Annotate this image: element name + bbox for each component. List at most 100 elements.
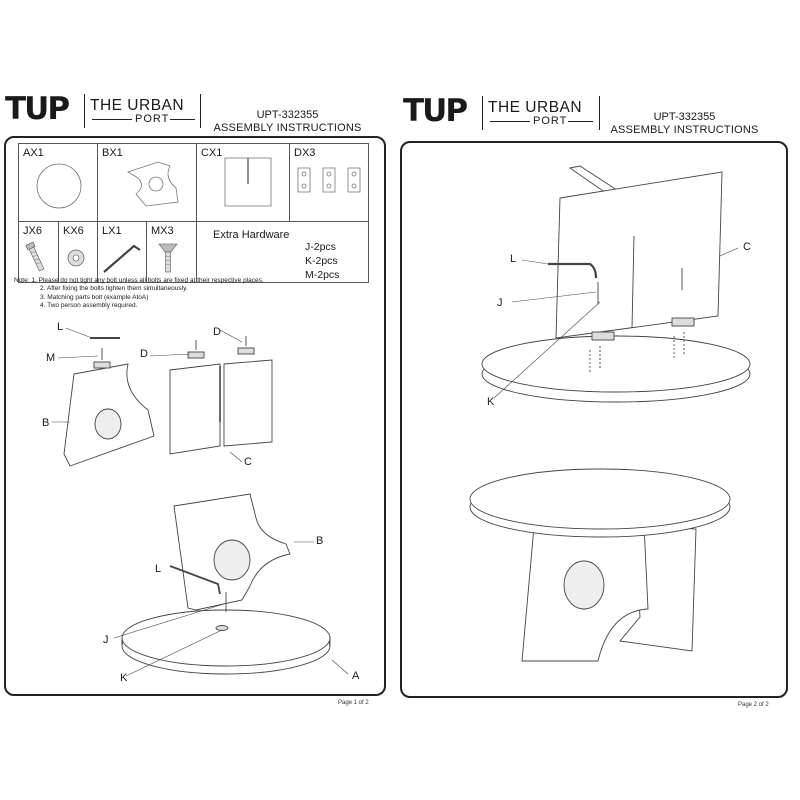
logo-port-rule-left (92, 119, 132, 120)
callout-step1-d1: D (140, 348, 148, 360)
part-cell-lx: LX1 MX3 (97, 221, 197, 283)
page2-frame (400, 141, 788, 698)
leader-k3 (493, 301, 601, 399)
leader-d1 (149, 353, 191, 357)
logo-separator-p2 (482, 96, 483, 130)
header-separator (200, 94, 201, 128)
allen-key-l-step2 (169, 565, 221, 595)
callout-step3-l: L (510, 253, 517, 265)
callout-step1-m: M (46, 352, 56, 364)
page1-sku: UPT-332355 (256, 109, 319, 121)
header-separator-p2 (599, 96, 600, 130)
brand-name-line2: PORT (135, 113, 170, 125)
leader-d2 (219, 329, 243, 343)
part-cell-dx: DX3 (289, 143, 369, 222)
part-m-screw-icon (158, 243, 178, 273)
callout-step2-j: J (103, 634, 109, 646)
part-label-cx: CX1 (201, 147, 223, 159)
leader-l (65, 327, 93, 339)
part-label-kx: KX6 (63, 225, 84, 237)
brand-logo-abbr-p2: TUP (403, 93, 468, 129)
part-cell-lx-inner: LX1 (98, 222, 147, 282)
panel-b-hole (94, 408, 122, 440)
part-cell-mx: MX3 (147, 222, 196, 282)
part-cell-kx: KX6 (59, 222, 97, 282)
extra-hardware-list: J-2pcs K-2pcs M-2pcs (305, 240, 339, 282)
leader-k2 (125, 629, 223, 677)
part-label-bx: BX1 (102, 147, 123, 159)
page2-sku: UPT-332355 (653, 111, 716, 123)
note-line: 4. Two person assembly required. (40, 301, 138, 309)
part-b-side-panel-icon (127, 161, 179, 207)
note-line: 3. Matching parts bolt (example AtoA) (40, 293, 149, 301)
part-cell-cx: CX1 (196, 143, 290, 222)
part-cell-extra: Extra Hardware J-2pcs K-2pcs M-2pcs (196, 221, 369, 283)
part-label-mx: MX3 (151, 225, 174, 237)
base-a-top (121, 609, 331, 667)
brand-name-line2-p2: PORT (533, 115, 568, 127)
panel-c-right-shape (223, 359, 273, 447)
part-l-allen-key-icon (103, 244, 141, 273)
part-cell-bx: BX1 (97, 143, 197, 222)
part-cell-ax: AX1 (18, 143, 98, 222)
leader-a2 (331, 659, 349, 675)
panel-c-left-shape (169, 363, 221, 455)
part-label-dx: DX3 (294, 147, 316, 159)
part-label-ax: AX1 (23, 147, 44, 159)
bracket-d-on-c-left (187, 351, 205, 359)
logo-port-rule-right (170, 119, 195, 120)
pedestal-hole (563, 560, 605, 610)
callout-step1-l: L (57, 321, 64, 333)
part-j-bolt-icon (25, 241, 45, 272)
callout-step2-b: B (316, 535, 324, 547)
part-cell-jx-inner: JX6 (19, 222, 59, 282)
assembly-notes: Note: 1. Please do not tight any bolt un… (14, 277, 374, 310)
part-label-lx: LX1 (102, 225, 122, 237)
leader-j3 (511, 291, 597, 303)
page1-number: Page 1 of 2 (338, 700, 369, 706)
part-k-washer-icon (67, 249, 85, 267)
panel-c-divider (631, 235, 635, 329)
part-d-bracket-icon (297, 167, 361, 193)
extra-hardware-item: M-2pcs (305, 269, 340, 281)
callout-step1-b: B (42, 417, 50, 429)
step3-assembly-drawing (481, 165, 751, 403)
bracket-d-on-c-right (237, 347, 255, 355)
extra-hardware-item: J-2pcs (305, 241, 336, 253)
callout-step1-d2: D (213, 326, 221, 338)
bracket-right (671, 317, 695, 327)
leader-c3 (719, 247, 739, 257)
extra-hardware-title: Extra Hardware (213, 229, 290, 241)
parts-table: AX1 BX1 CX1 DX3 (18, 143, 369, 283)
table-top-surface (469, 468, 731, 530)
callout-step2-l: L (155, 563, 162, 575)
bracket-left (591, 331, 615, 341)
base-top (481, 335, 751, 393)
page2-number: Page 2 of 2 (738, 702, 769, 708)
part-label-jx: JX6 (23, 225, 42, 237)
step1-exploded-drawing (52, 327, 273, 467)
washer-k (215, 625, 229, 631)
logo-port-rule-left-p2 (490, 121, 530, 122)
callout-step3-c: C (743, 241, 751, 253)
base-a-rim (121, 638, 331, 646)
part-a-round-top-icon (36, 163, 82, 209)
part-c-slotted-panel-icon (224, 157, 272, 207)
logo-port-rule-right-p2 (568, 121, 593, 122)
logo-separator (84, 94, 85, 128)
callout-step1-c: C (244, 456, 252, 468)
leader-l3 (521, 259, 549, 265)
note-line: Note: 1. Please do not tight any bolt un… (14, 277, 264, 284)
callout-step3-k: K (487, 396, 495, 408)
step2-base-drawing (113, 493, 349, 677)
note-line: 2. After fixing the bolts tighten them s… (40, 285, 188, 293)
extra-hardware-item: K-2pcs (305, 255, 338, 267)
finished-table-drawing (469, 468, 731, 662)
leader-c (229, 451, 243, 463)
brand-name-line1: THE URBAN (90, 97, 185, 114)
part-cell-jx: JX6 KX6 (18, 221, 98, 283)
page1-frame (4, 136, 386, 696)
leader-j2 (113, 603, 225, 639)
brand-logo-abbr: TUP (5, 91, 70, 127)
panel-b-upright-hole (213, 539, 251, 581)
